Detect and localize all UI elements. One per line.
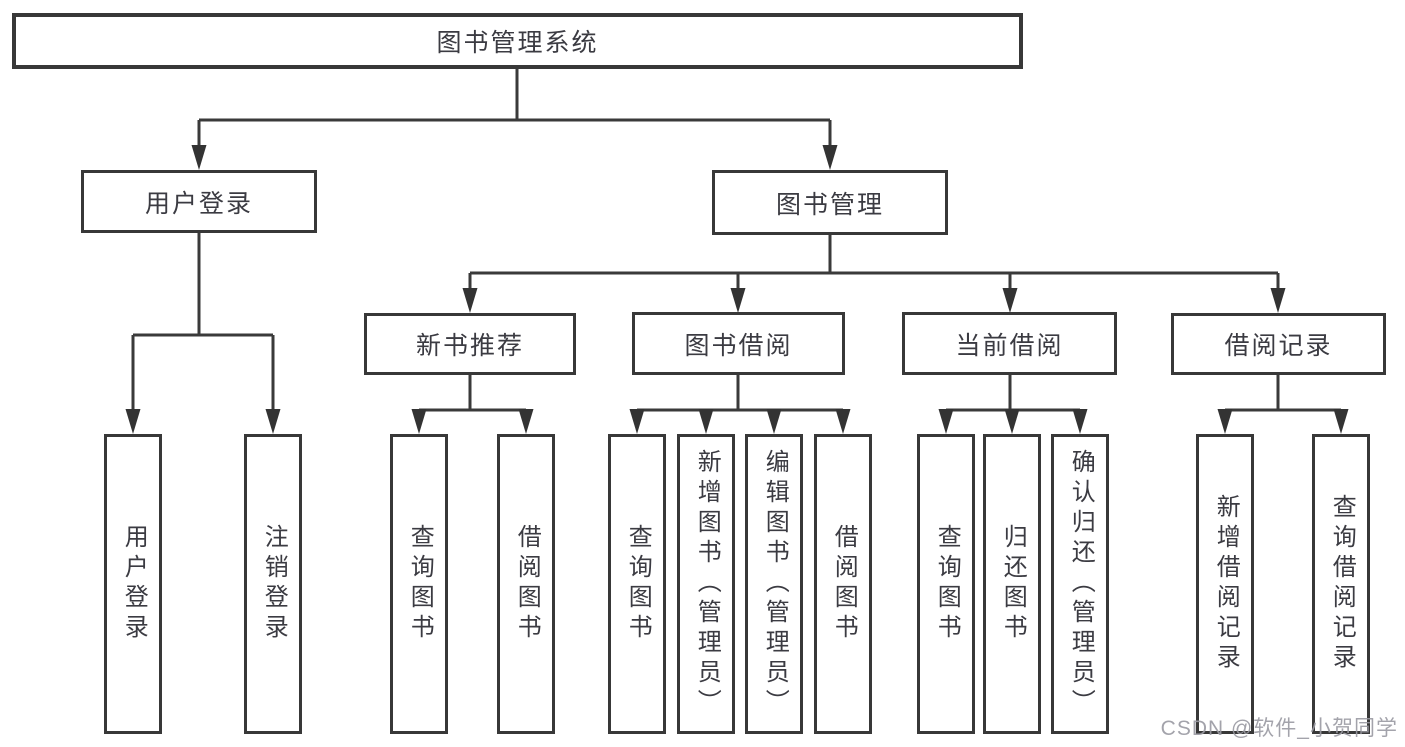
leaf-query-books-3: 查询图书	[917, 434, 975, 734]
connector-book-borrow-to-leaves	[629, 375, 851, 434]
node-label: 图书借阅	[684, 331, 793, 360]
node-label: 图书管理系统	[436, 29, 599, 57]
node-book-borrow: 图书借阅	[632, 312, 845, 375]
leaf-borrow-books-1: 借阅图书	[497, 434, 555, 734]
node-label: 图书管理	[775, 190, 884, 219]
connector-borrow-records-to-leaves	[1217, 375, 1349, 434]
arrowhead	[518, 409, 534, 434]
leaf-label: 新增图书（管理员）	[693, 449, 721, 719]
leaf-borrow-books-2: 借阅图书	[814, 434, 872, 734]
node-user-login: 用户登录	[81, 170, 317, 233]
leaf-label: 注销登录	[260, 524, 288, 644]
node-label: 用户登录	[144, 189, 253, 218]
leaf-add-borrow-record: 新增借阅记录	[1196, 434, 1254, 734]
node-book-management: 图书管理	[712, 170, 948, 235]
leaf-confirm-return-admin: 确认归还（管理员）	[1051, 434, 1109, 734]
node-label: 新书推荐	[415, 332, 524, 360]
leaf-label: 归还图书	[999, 524, 1027, 644]
node-borrow-records: 借阅记录	[1171, 313, 1386, 375]
arrowhead	[698, 409, 714, 434]
leaf-edit-book-admin: 编辑图书（管理员）	[745, 434, 803, 734]
arrowhead	[1004, 409, 1020, 434]
node-new-book-recommend: 新书推荐	[364, 313, 576, 375]
arrowhead	[938, 409, 954, 434]
leaf-label: 新增借阅记录	[1212, 494, 1240, 674]
arrowhead	[1002, 288, 1018, 313]
arrowhead	[1270, 288, 1286, 313]
arrowhead	[822, 145, 838, 170]
connector-root-to-level2	[191, 69, 838, 170]
leaf-label: 查询图书	[624, 524, 652, 644]
arrowhead	[1217, 409, 1233, 434]
leaf-return-book: 归还图书	[983, 434, 1041, 734]
leaf-label: 查询图书	[933, 524, 961, 644]
csdn-watermark: CSDN @软件_小贺同学	[1160, 717, 1398, 740]
leaf-add-book-admin: 新增图书（管理员）	[677, 434, 735, 734]
leaf-label: 借阅图书	[830, 524, 858, 644]
arrowhead	[730, 288, 746, 313]
leaf-query-borrow-record: 查询借阅记录	[1312, 434, 1370, 734]
connector-user-login-to-leaves	[125, 233, 281, 434]
arrowhead	[766, 409, 782, 434]
arrowhead	[1072, 409, 1088, 434]
leaf-label: 借阅图书	[513, 524, 541, 644]
arrowhead	[462, 288, 478, 313]
leaf-label: 查询图书	[406, 524, 434, 644]
node-library-system: 图书管理系统	[12, 13, 1023, 69]
node-label: 当前借阅	[955, 331, 1064, 360]
arrowhead	[629, 409, 645, 434]
connector-current-borrow-to-leaves	[938, 375, 1088, 434]
arrowhead	[265, 409, 281, 434]
arrowhead	[835, 409, 851, 434]
arrowhead	[411, 409, 427, 434]
leaf-label: 编辑图书（管理员）	[761, 449, 789, 719]
connector-book-mgmt-to-level3	[462, 235, 1286, 313]
arrowhead	[191, 145, 207, 170]
node-label: 借阅记录	[1224, 332, 1333, 360]
leaf-label: 查询借阅记录	[1328, 494, 1356, 674]
leaf-query-books-1: 查询图书	[390, 434, 448, 734]
leaf-label: 确认归还（管理员）	[1067, 449, 1095, 719]
leaf-query-books-2: 查询图书	[608, 434, 666, 734]
leaf-label: 用户登录	[120, 524, 148, 644]
arrowhead	[1333, 409, 1349, 434]
leaf-user-login: 用户登录	[104, 434, 162, 734]
node-current-borrow: 当前借阅	[902, 312, 1117, 375]
arrowhead	[125, 409, 141, 434]
connector-new-books-to-leaves	[411, 375, 534, 434]
leaf-logout: 注销登录	[244, 434, 302, 734]
